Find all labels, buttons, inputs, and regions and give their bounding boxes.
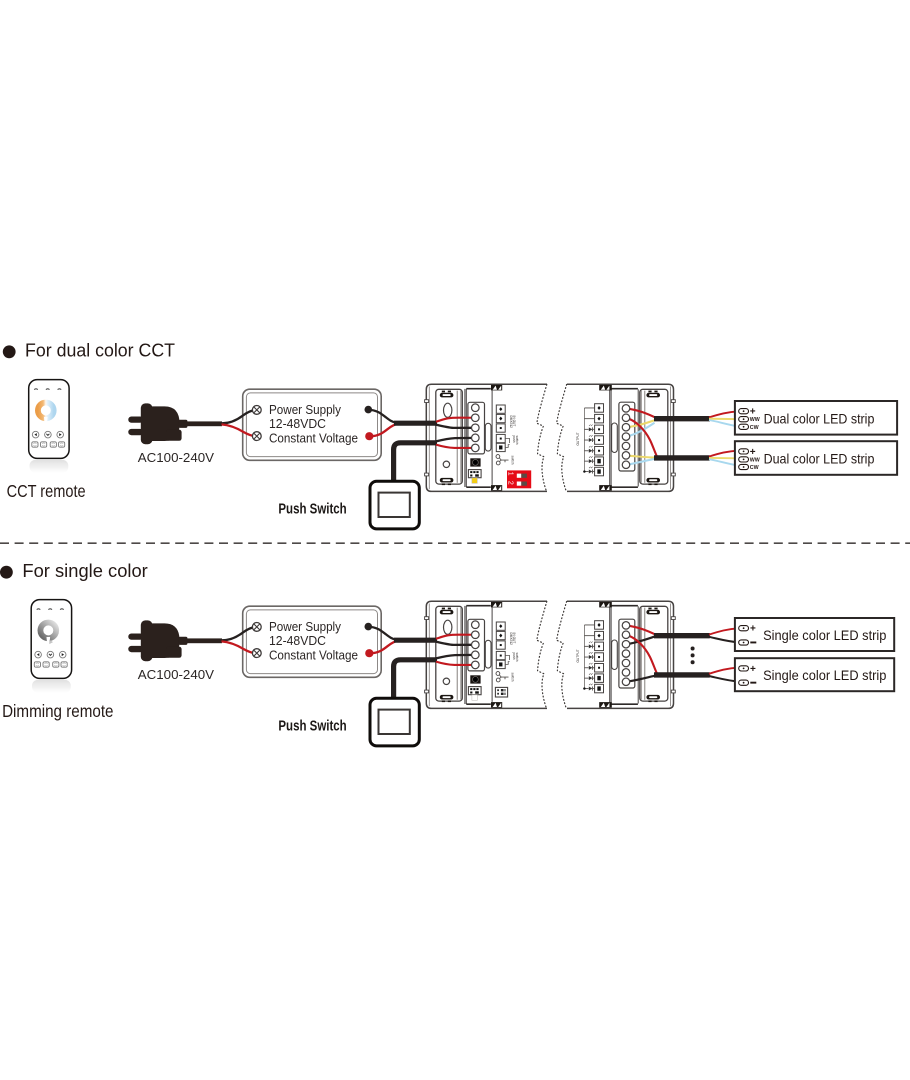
svg-text:WW: WW — [750, 417, 760, 423]
svg-text:WW: WW — [750, 457, 760, 463]
svg-text:2: 2 — [507, 481, 514, 485]
svg-text:CW: CW — [750, 425, 759, 431]
svg-text:+: + — [750, 447, 756, 458]
svg-text:AC100-240V: AC100-240V — [138, 450, 214, 465]
svg-text:CCT remote: CCT remote — [7, 481, 86, 501]
svg-text:Constant Voltage: Constant Voltage — [269, 430, 358, 445]
svg-text:Push Switch: Push Switch — [278, 502, 346, 518]
svg-text:CW: CW — [750, 465, 759, 471]
svg-text:IN OUT: IN OUT — [512, 416, 516, 427]
svg-text:12-48VDC: 12-48VDC — [269, 416, 326, 431]
svg-text:+: + — [750, 664, 756, 675]
svg-text:For dual color CCT: For dual color CCT — [25, 340, 175, 361]
svg-text:For single color: For single color — [22, 560, 147, 581]
svg-text:Power Supply: Power Supply — [269, 402, 342, 417]
svg-text:+: + — [750, 407, 756, 418]
svg-text:Single color LED strip: Single color LED strip — [763, 628, 886, 643]
svg-text:Dual color LED strip: Dual color LED strip — [764, 452, 875, 467]
svg-text:push: push — [512, 436, 516, 443]
svg-text:+: + — [750, 624, 756, 635]
svg-text:switch: switch — [515, 436, 519, 445]
svg-text:Single color LED strip: Single color LED strip — [763, 668, 886, 683]
svg-text:OUTPUT: OUTPUT — [576, 432, 580, 445]
svg-text:Dimming remote: Dimming remote — [2, 701, 113, 721]
svg-text:1: 1 — [507, 472, 514, 476]
svg-text:Dual color LED strip: Dual color LED strip — [764, 411, 875, 426]
svg-text:DMX512: DMX512 — [509, 416, 513, 429]
svg-text:switch: switch — [510, 456, 514, 465]
